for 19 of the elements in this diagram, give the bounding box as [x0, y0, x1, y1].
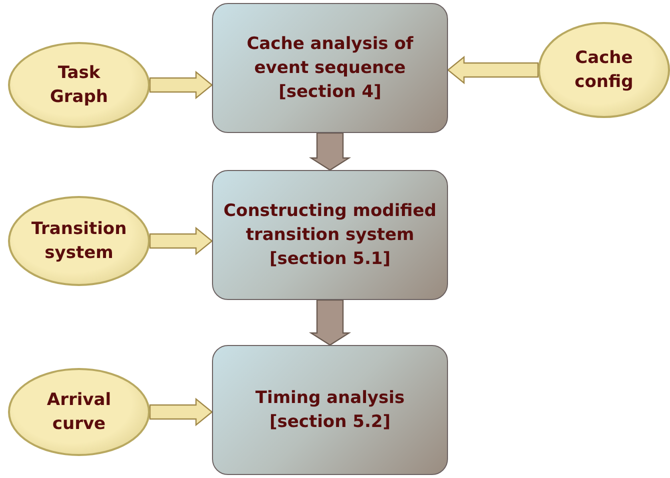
- process-box: [212, 170, 448, 300]
- block-arrow: [308, 132, 352, 171]
- block-arrow: [308, 299, 352, 346]
- block-arrow: [149, 398, 213, 426]
- node-label: Constructing modified transition system: [222, 200, 438, 247]
- block-arrow: [149, 226, 213, 256]
- node-label: Cache config: [574, 47, 634, 94]
- process-box: [212, 345, 448, 475]
- section-reference: [section 5.2]: [269, 411, 391, 434]
- block-arrow: [149, 70, 213, 100]
- node-label: Arrival curve: [46, 389, 112, 436]
- node-label: Transition system: [30, 218, 128, 265]
- process-box: [212, 3, 448, 133]
- node-label: Cache analysis of event sequence: [246, 33, 414, 80]
- node-label: Task Graph: [48, 62, 110, 109]
- section-reference: [section 4]: [278, 81, 382, 104]
- block-arrow: [447, 56, 539, 84]
- node-label: Timing analysis: [255, 387, 405, 410]
- section-reference: [section 5.1]: [269, 248, 391, 271]
